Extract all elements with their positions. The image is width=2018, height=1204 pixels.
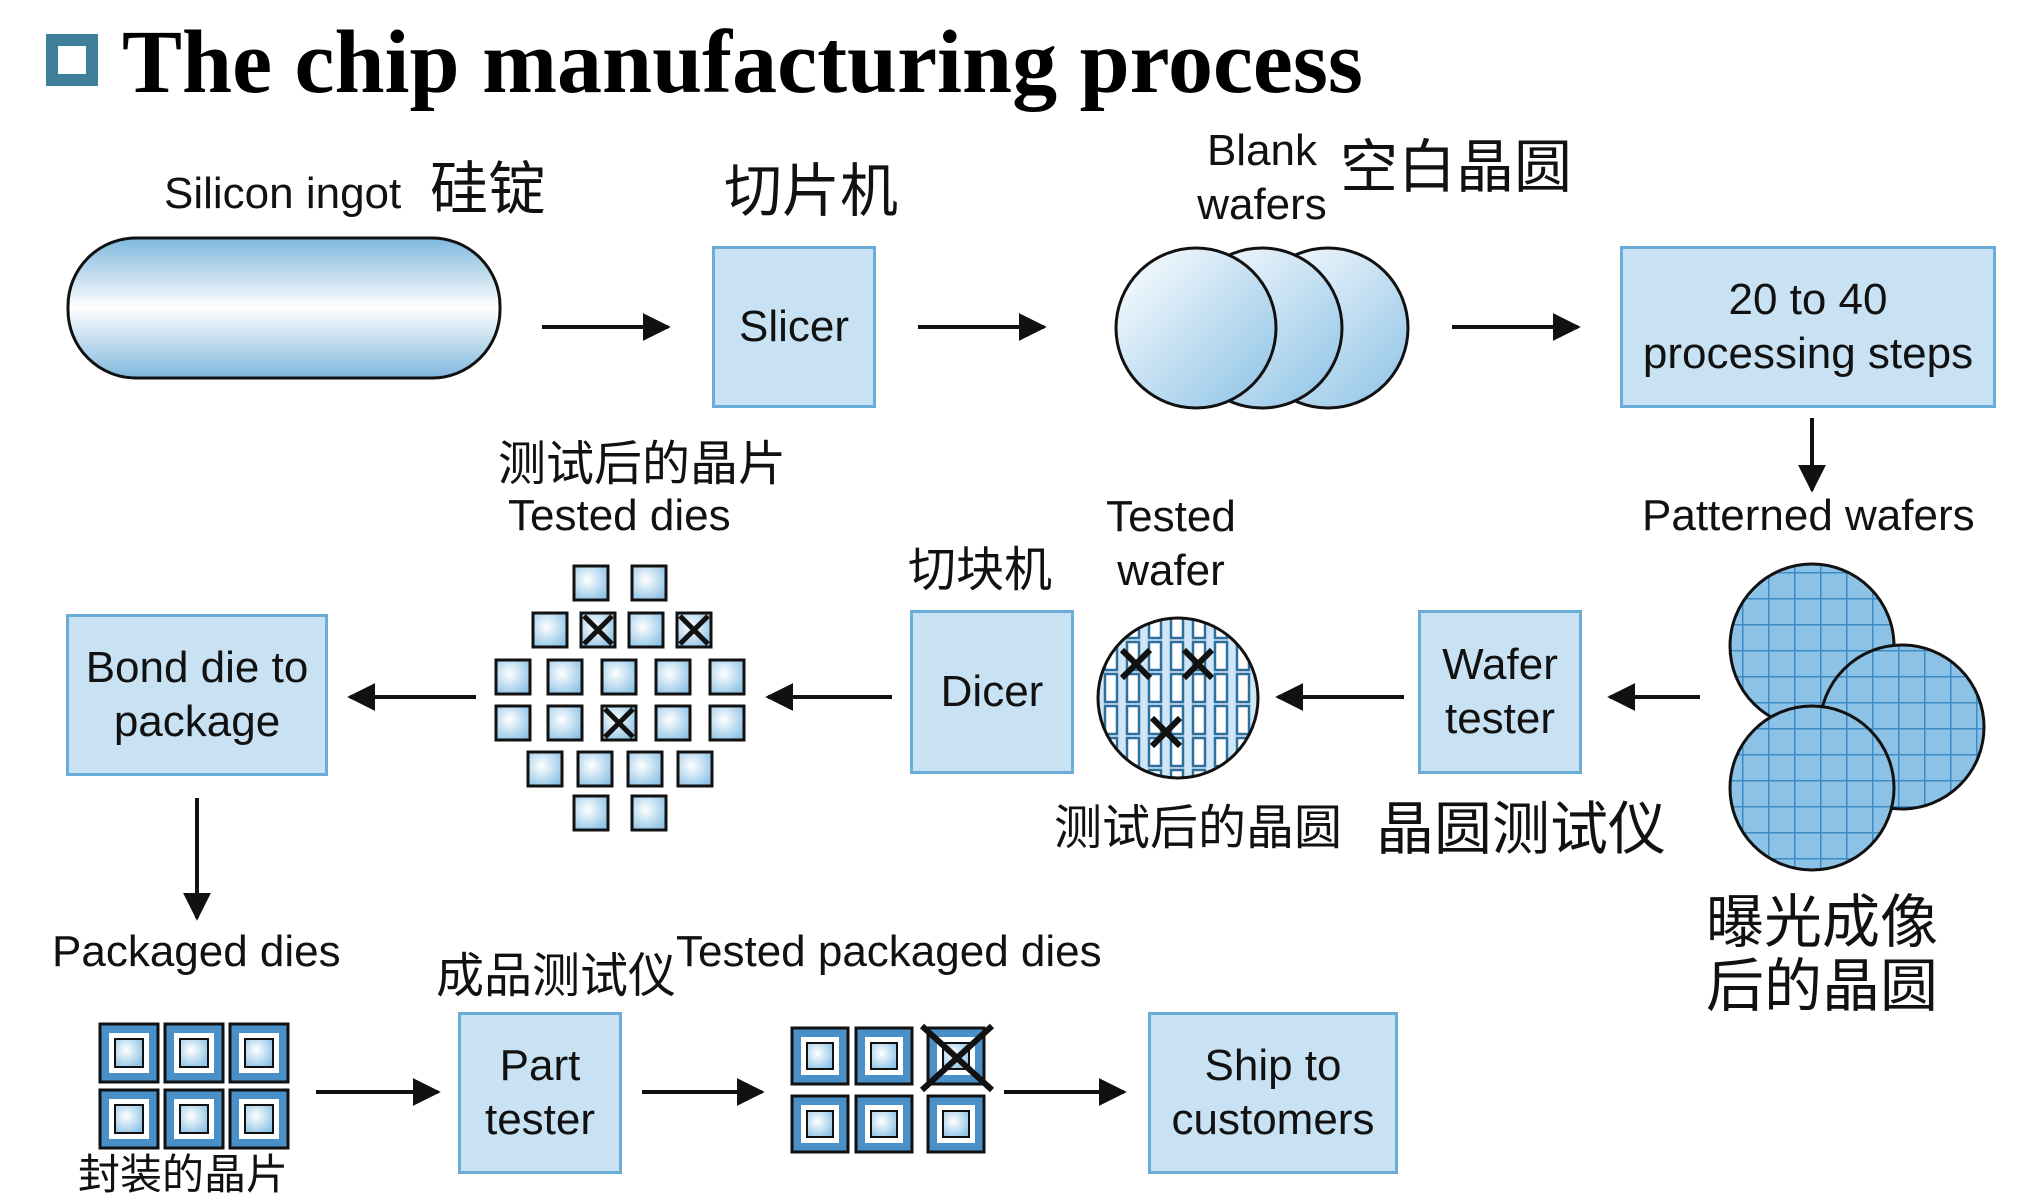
patterned-wafers-label: Patterned wafers bbox=[1642, 491, 1975, 540]
tested-wafer-label-zh: 测试后的晶圆 bbox=[1054, 800, 1343, 856]
bond-die-box: Bond die to package bbox=[66, 614, 328, 776]
slicer-box-label: Slicer bbox=[738, 302, 850, 351]
title-bullet-icon bbox=[46, 34, 98, 86]
ship-box: Ship to customers bbox=[1148, 1012, 1398, 1174]
patterned-wafers-label-zh: 曝光成像 后的晶圆 bbox=[1706, 888, 1939, 1020]
flow-arrows bbox=[183, 313, 1826, 1106]
packaged-dies-label: Packaged dies bbox=[52, 927, 341, 976]
silicon-ingot-icon bbox=[66, 236, 502, 380]
page-title: The chip manufacturing process bbox=[122, 13, 1363, 112]
slicer-label-zh: 切片机 bbox=[724, 157, 899, 225]
processing-steps-box-label: 20 to 40 processing steps bbox=[1642, 275, 1974, 378]
tested-wafer-icon bbox=[1096, 616, 1260, 780]
dicer-box-label: Dicer bbox=[940, 667, 1044, 716]
blank-wafers-icon bbox=[1114, 246, 1410, 410]
wafer-tester-box-label: Wafer tester bbox=[1442, 640, 1558, 743]
dicer-label-zh: 切块机 bbox=[908, 542, 1053, 598]
wafer-tester-box: Wafer tester bbox=[1418, 610, 1582, 774]
packaged-dies-icon bbox=[98, 1022, 290, 1150]
part-tester-label-zh: 成品测试仪 bbox=[436, 948, 677, 1004]
silicon-ingot-label-zh: 硅锭 bbox=[430, 155, 547, 223]
tested-packaged-dies-label: Tested packaged dies bbox=[676, 927, 1102, 976]
tested-dies-label: Tested dies bbox=[508, 491, 731, 540]
blank-wafers-label: Blank wafers bbox=[1197, 126, 1327, 229]
bond-die-box-label: Bond die to package bbox=[85, 643, 309, 746]
packaged-dies-label-zh: 封装的晶片 bbox=[78, 1150, 289, 1199]
wafer-tester-label-zh: 晶圆测试仪 bbox=[1376, 795, 1667, 863]
processing-steps-box: 20 to 40 processing steps bbox=[1620, 246, 1996, 408]
silicon-ingot-label: Silicon ingot bbox=[164, 169, 402, 218]
part-tester-box: Part tester bbox=[458, 1012, 622, 1174]
part-tester-box-label: Part tester bbox=[484, 1041, 596, 1144]
defective-die-marks bbox=[582, 614, 710, 739]
patterned-wafers-icon bbox=[1728, 562, 1986, 872]
slicer-box: Slicer bbox=[712, 246, 876, 408]
blank-wafers-label-zh: 空白晶圆 bbox=[1340, 133, 1573, 201]
tested-packaged-dies-icon bbox=[790, 1023, 995, 1154]
dicer-box: Dicer bbox=[910, 610, 1074, 774]
tested-wafer-label: Tested wafer bbox=[1106, 492, 1236, 595]
tested-dies-label-zh: 测试后的晶片 bbox=[498, 436, 787, 492]
tested-dies-icon bbox=[494, 564, 746, 832]
ship-box-label: Ship to customers bbox=[1171, 1041, 1375, 1144]
